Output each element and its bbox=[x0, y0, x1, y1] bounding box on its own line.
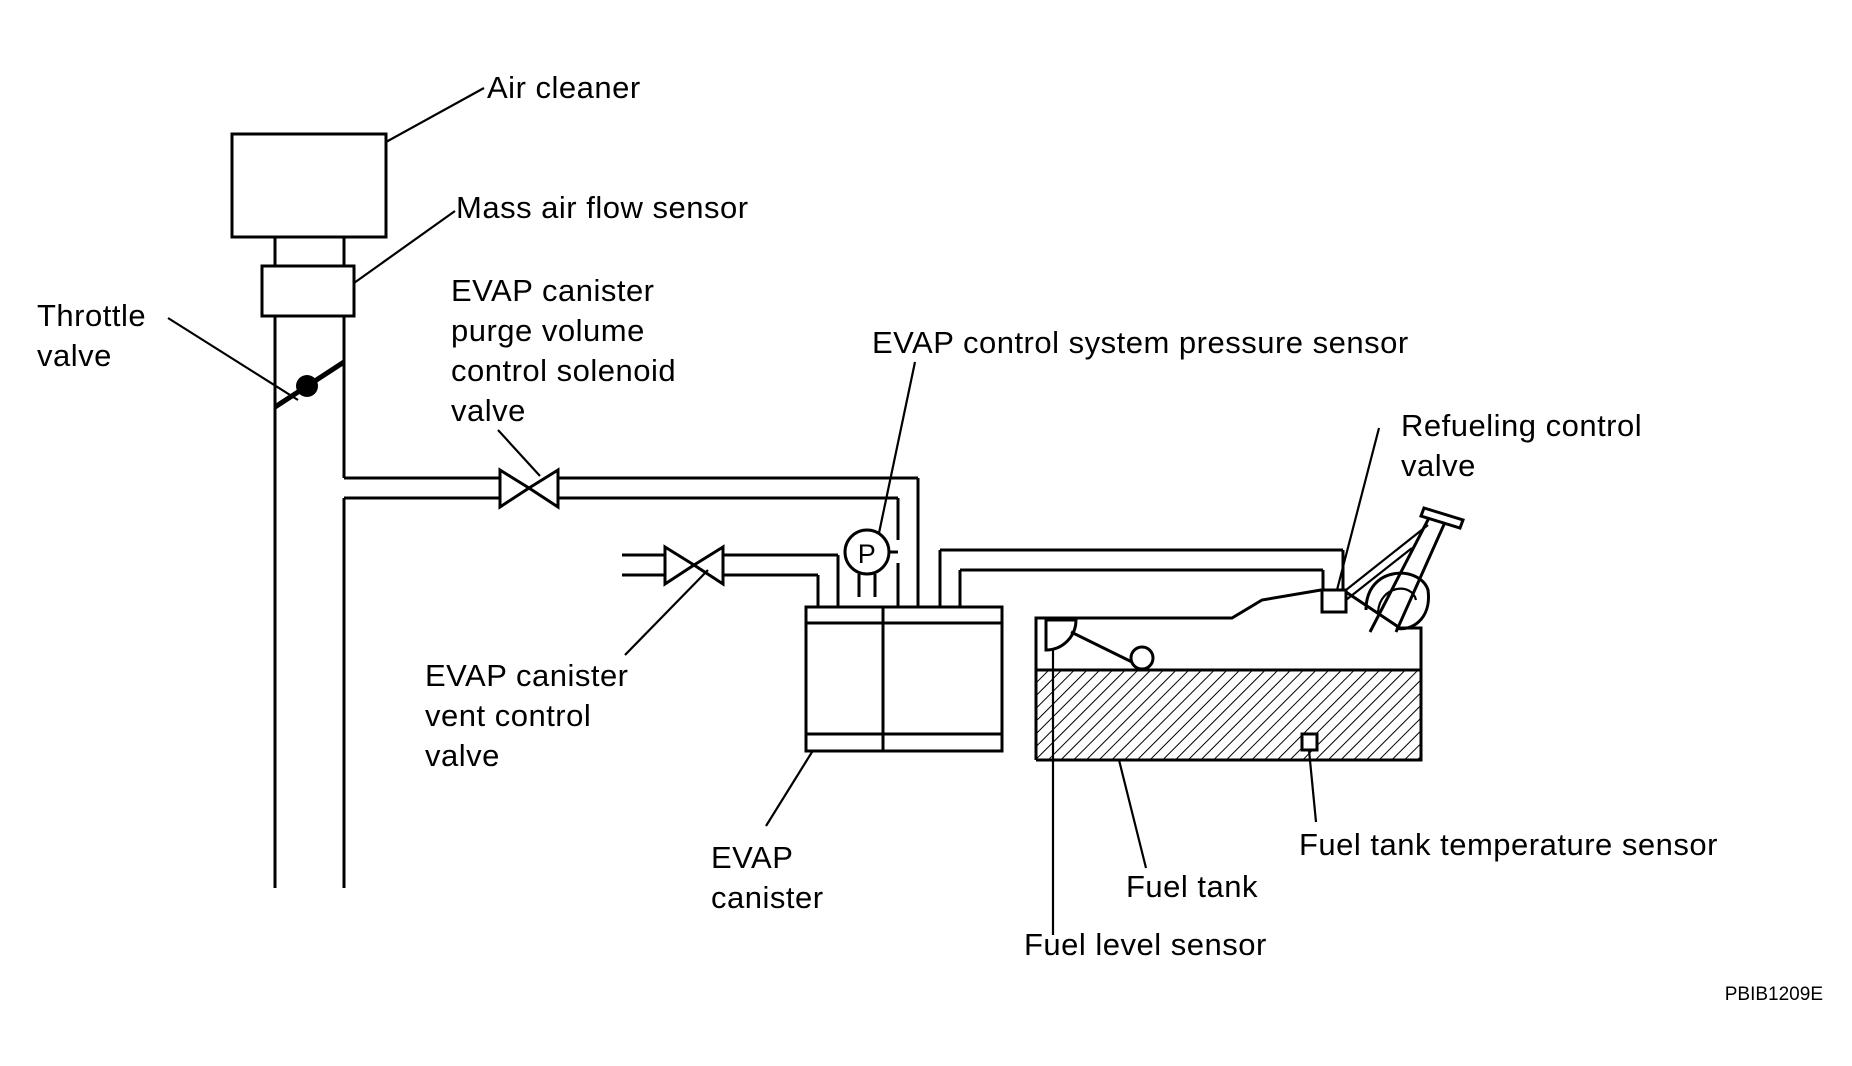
label-purge-valve-line-4: valve bbox=[451, 393, 526, 428]
intake-connector bbox=[273, 237, 346, 266]
evap-canister bbox=[804, 605, 1004, 753]
vent-line bbox=[622, 553, 840, 607]
label-purge-valve-line-1: EVAP canister bbox=[451, 273, 655, 308]
filler-neck bbox=[1345, 506, 1465, 633]
label-pressure-sensor: EVAP control system pressure sensor bbox=[872, 325, 1409, 360]
label-mass-air-flow-sensor: Mass air flow sensor bbox=[456, 190, 749, 225]
label-refueling-control-valve-line-2: valve bbox=[1401, 448, 1476, 483]
refueling-control-valve bbox=[1320, 588, 1348, 614]
label-vent-valve-line-3: valve bbox=[425, 738, 500, 773]
label-purge-valve-line-2: purge volume bbox=[451, 313, 645, 348]
purge-volume-control-solenoid-valve bbox=[498, 467, 560, 510]
purge-line bbox=[344, 476, 920, 607]
label-fuel-level-sensor: Fuel level sensor bbox=[1024, 927, 1267, 962]
labels: Air cleaner Mass air flow sensor Throttl… bbox=[37, 70, 1823, 1005]
label-throttle-valve-line-1: Throttle bbox=[37, 298, 146, 333]
air-cleaner bbox=[230, 132, 388, 239]
label-evap-canister-line-2: canister bbox=[711, 880, 824, 915]
pressure-symbol: P bbox=[858, 539, 877, 569]
fuel-level-sensor bbox=[1044, 618, 1155, 671]
fuel-tank bbox=[1034, 588, 1423, 762]
throttle-valve bbox=[273, 359, 346, 410]
mass-air-flow-sensor bbox=[260, 264, 356, 318]
label-fuel-tank: Fuel tank bbox=[1126, 869, 1258, 904]
fuel-tank-temperature-sensor bbox=[1300, 732, 1319, 752]
leader-lines bbox=[167, 87, 1381, 935]
label-purge-valve-line-3: control solenoid bbox=[451, 353, 676, 388]
figure-code: PBIB1209E bbox=[1725, 984, 1823, 1005]
label-fuel-tank-temperature-sensor: Fuel tank temperature sensor bbox=[1299, 827, 1718, 862]
pressure-sensor: P bbox=[843, 528, 898, 597]
label-evap-canister-line-1: EVAP bbox=[711, 840, 793, 875]
label-vent-valve-line-1: EVAP canister bbox=[425, 658, 629, 693]
label-refueling-control-valve-line-1: Refueling control bbox=[1401, 408, 1642, 443]
label-vent-valve-line-2: vent control bbox=[425, 698, 591, 733]
label-air-cleaner: Air cleaner bbox=[487, 70, 641, 105]
tank-vapor-line bbox=[938, 548, 1345, 607]
vent-control-valve bbox=[663, 544, 725, 587]
label-throttle-valve-line-2: valve bbox=[37, 338, 112, 373]
intake-duct bbox=[273, 316, 346, 888]
